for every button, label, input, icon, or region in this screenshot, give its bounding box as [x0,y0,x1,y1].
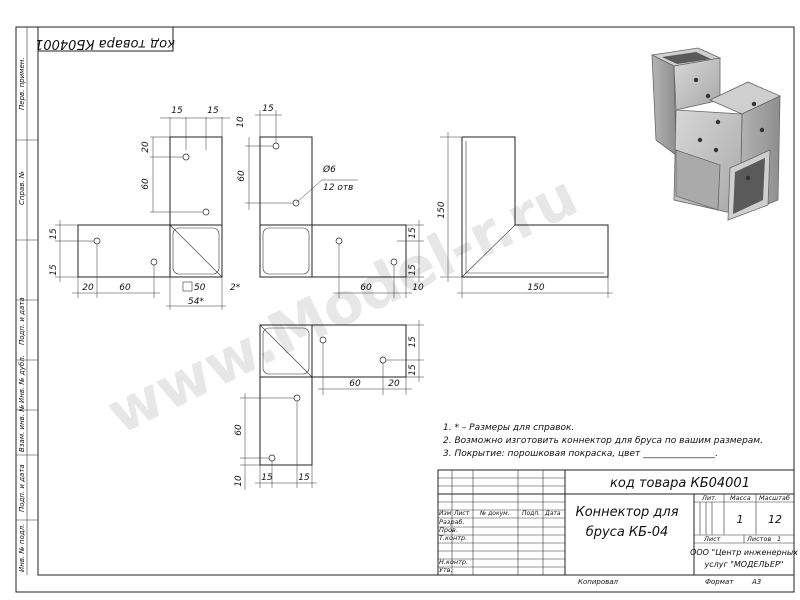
side-label-4: Инв. № дубл. [18,355,26,403]
dim-150v: 150 [437,201,447,218]
side-stamp: Перв. примен. Справ. № Подп. и дата Инв.… [16,27,38,575]
dim-15c: 15 [262,104,274,114]
hole-count: 12 отв [323,183,353,193]
side-label-7: Инв. № подл. [18,524,26,572]
dim-lr15a: 15 [408,336,418,348]
dim-15a: 15 [171,106,183,116]
side-label-5: Взам. инв. № [18,404,26,452]
col-date: Дата [544,510,561,517]
col-doc: № докум. [479,510,510,517]
dim-r10: 10 [412,283,424,293]
dim-r15b: 15 [408,264,418,276]
inner-frame [37,26,795,576]
sheet-label: Лист [703,535,721,543]
col-izm: Изм [439,510,452,517]
company-1: ООО "Центр инженерных [690,548,798,557]
side-label-1: Перв. примен. [18,57,26,110]
dim-10: 10 [236,116,246,128]
top-code-text: код товара КБ04001 [35,36,175,51]
dim-lv60: 60 [234,424,244,436]
row-tkontr: Т.контр. [439,534,467,542]
mass-label: Масса [730,494,751,502]
dim-54: 54* [188,297,204,307]
copied-label: Копировал [578,578,619,586]
dim-lr60: 60 [349,379,361,389]
dim-b20: 20 [82,283,94,293]
dim-b60: 60 [119,283,131,293]
note-1: 1. * – Размеры для справок. [443,423,574,433]
title-block: Изм Лист № докум. Подп. Дата Разраб. Про… [437,469,798,586]
format-value: А3 [751,578,761,586]
row-nkontr: Н.контр. [439,558,468,566]
scale-value: 12 [768,513,782,526]
row-utv: Утв. [439,566,453,574]
hole-dia: Ø6 [322,164,336,175]
company-2: услуг "МОДЕЛЬЕР" [704,560,784,569]
product-name-2: бруса КБ-04 [586,525,669,540]
side-label-2: Справ. № [18,171,26,205]
note-2: 2. Возможно изготовить коннектор для бру… [443,436,763,446]
row-razrab: Разраб. [439,518,465,526]
side-label-3: Подп. и дата [18,297,26,345]
dim-15b: 15 [207,106,219,116]
product-code: код товара КБ04001 [610,476,750,491]
format-label: Формат [705,578,734,586]
note-3: 3. Покрытие: порошковая покраска, цвет _… [443,449,718,459]
dim-l15a: 15 [49,228,59,240]
col-sign: Подп. [522,510,540,517]
dim-150h: 150 [527,283,544,293]
dim-r15a: 15 [408,227,418,239]
dim-box50: 50 [194,283,206,293]
row-prov: Пров. [439,526,458,534]
mass-value: 1 [737,513,744,526]
top-code-stamp: код товара КБ04001 [35,26,175,52]
scale-label: Масштаб [759,494,790,502]
cross-view-bottom: 15 15 60 20 60 10 15 15 [234,320,424,490]
dim-lb15a: 15 [261,473,273,483]
dim-l15b: 15 [49,264,59,276]
cross-view-top: 10 15 60 Ø6 12 отв 15 15 60 10 [236,104,424,298]
col-list: Лист [453,510,470,517]
iso-render [650,47,781,221]
lit-label: Лит. [701,494,717,502]
side-label-6: Подп. и дата [18,464,26,512]
dim-r60: 60 [360,283,372,293]
dim-lr20: 20 [388,379,400,389]
side-view-l: 150 150 [437,132,613,298]
notes: 1. * – Размеры для справок. 2. Возможно … [443,423,763,459]
sheets-label: Листов [746,535,771,543]
dim-lr15b: 15 [408,364,418,376]
dim-gap2: 2* [230,283,241,293]
dim-60b: 60 [237,170,247,182]
sheets-value: 1 [777,535,781,543]
flat-pattern-view [77,136,223,278]
dim-20: 20 [141,141,151,153]
flat-pattern-dims: 15 15 20 60 15 15 20 60 50 2* 54* [49,106,241,310]
dim-60a: 60 [141,178,151,190]
dim-lb15b: 15 [298,473,310,483]
dim-lv10: 10 [234,475,244,487]
product-name-1: Коннектор для [575,505,678,520]
